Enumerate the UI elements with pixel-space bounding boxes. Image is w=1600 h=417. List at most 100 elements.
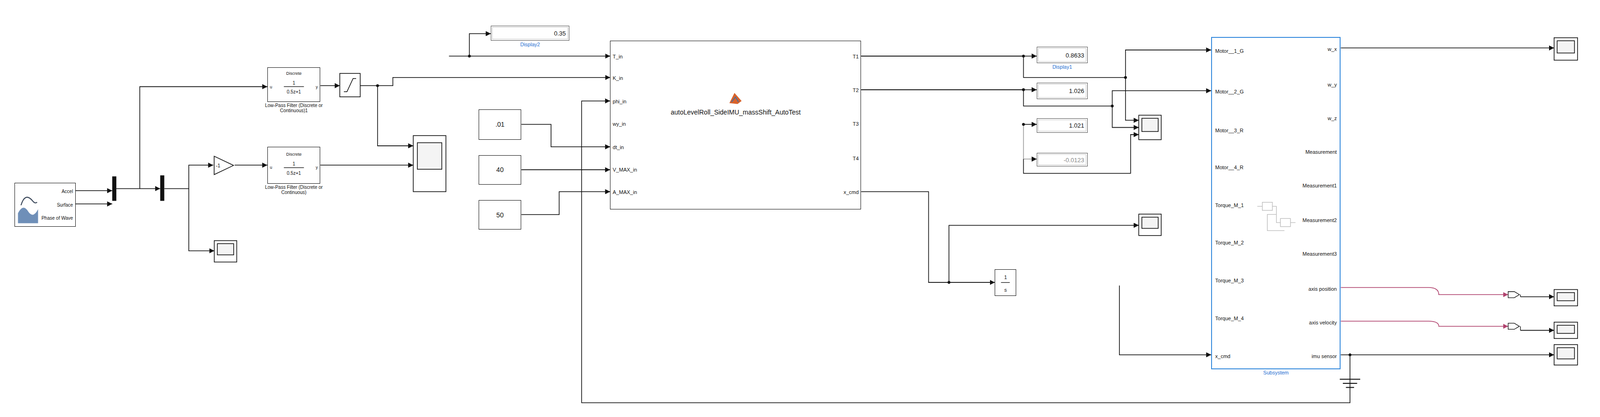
- block-label: Display2: [520, 41, 540, 48]
- port-label: T3: [852, 121, 859, 127]
- transfer-fn-text: 1: [292, 79, 296, 86]
- block-type-text: Discrete: [286, 71, 302, 77]
- gain-block: -1: [213, 155, 235, 176]
- signal-wire: [469, 33, 491, 57]
- signal-wire: [1112, 106, 1140, 128]
- signal-wire: [188, 188, 215, 251]
- signal-wire: [1341, 47, 1555, 49]
- display-block: 0.8633Display1: [1036, 46, 1088, 64]
- port-label: Measurement2: [1302, 217, 1337, 223]
- port-label: w_y: [1327, 81, 1337, 88]
- signal-wire: [1023, 124, 1037, 159]
- signal-wire: [449, 55, 611, 57]
- signal-wire: [1520, 296, 1555, 298]
- port-label: Torque_M_1: [1215, 202, 1244, 209]
- port-label: Motor__1_G: [1215, 48, 1244, 54]
- port-label: T_in: [612, 53, 623, 60]
- port-label: V_MAX_in: [612, 166, 638, 173]
- signal-wire: [139, 86, 268, 189]
- block-type-text: Discrete: [286, 152, 302, 158]
- transfer-fn-text: 1: [292, 161, 296, 167]
- block-label: Low-Pass Filter (Discrete or Continuous)…: [258, 102, 330, 114]
- transfer-fn-text: 0.5z+1: [286, 170, 302, 176]
- saturation-block: [339, 73, 361, 97]
- signal-connector: [521, 169, 610, 171]
- signal-wire: [948, 225, 1139, 283]
- subsystem-block: Motor__1_GMotor__2_GMotor__3_RMotor__4_R…: [1211, 36, 1341, 370]
- display-value: -0.0123: [1063, 156, 1084, 164]
- low-pass-filter-block: Discreteu10.5z+1yLow-Pass Filter (Discre…: [267, 146, 321, 184]
- port-label: w_z: [1327, 115, 1337, 122]
- gain-value: -1: [215, 162, 221, 169]
- function-name: autoLevelRoll_SideIMU_massShift_AutoTest: [670, 108, 801, 116]
- matlab-function-block: autoLevelRoll_SideIMU_massShift_AutoTest…: [609, 40, 861, 209]
- transfer-fn-text: 1: [1004, 274, 1007, 280]
- signal-connector: [860, 89, 1212, 107]
- port-label: axis velocity: [1309, 319, 1337, 326]
- goto-tags: [1508, 291, 1521, 331]
- port-label: Measurement: [1305, 149, 1337, 155]
- port-label: x_cmd: [1215, 353, 1231, 359]
- signal-wire: [1349, 354, 1555, 356]
- signal-connector: [521, 124, 610, 147]
- signal-wire: [1520, 330, 1555, 331]
- display-block: 1.026: [1036, 82, 1088, 100]
- signal-connector: [860, 50, 1212, 78]
- mux-bars: [112, 175, 165, 201]
- port-label: y: [315, 85, 319, 90]
- port-label: Torque_M_2: [1215, 239, 1244, 246]
- port-label: A_MAX_in: [612, 189, 638, 195]
- signal-wire: [377, 85, 414, 146]
- display-block: 1.021: [1036, 118, 1088, 133]
- signal-wire: [1119, 285, 1212, 355]
- port-label: imu sensor: [1311, 353, 1337, 359]
- signal-wire: [164, 165, 214, 189]
- block-label: Subsystem: [1263, 369, 1289, 376]
- scope-blocks: [214, 37, 1578, 366]
- port-label: T2: [852, 87, 859, 94]
- port-label: Surface: [57, 201, 73, 208]
- port-label: Torque_M_4: [1215, 315, 1244, 322]
- signal-connector: [860, 191, 995, 283]
- bus-wire: [1341, 287, 1509, 295]
- signal-connector: [521, 191, 610, 215]
- port-label: x_cmd: [843, 189, 859, 195]
- transfer-fn-text: s: [1004, 286, 1008, 293]
- signal-wire: [320, 85, 340, 87]
- display-block: 0.35Display2: [490, 25, 570, 42]
- display-value: 0.35: [553, 30, 566, 37]
- display-value: 0.8633: [1065, 52, 1085, 59]
- port-label: Motor__3_R: [1215, 127, 1244, 134]
- port-label: Phase of Wave: [41, 215, 73, 221]
- signal-wire: [1023, 123, 1037, 125]
- port-label: Measurement1: [1302, 182, 1337, 189]
- constant-block: 50: [478, 200, 522, 230]
- port-label: Motor__2_G: [1215, 88, 1244, 95]
- port-label: u: [269, 85, 273, 90]
- display-value: 1.021: [1069, 122, 1085, 130]
- constant-block: .01: [478, 109, 522, 140]
- block-label: Low-Pass Filter (Discrete or Continuous): [258, 184, 330, 195]
- signal-wire: [320, 165, 414, 166]
- low-pass-filter-block: Discreteu10.5z+1yLow-Pass Filter (Discre…: [267, 67, 321, 102]
- display-block: -0.0123: [1036, 152, 1088, 166]
- bus-wire: [1341, 321, 1509, 327]
- port-label: w_x: [1327, 46, 1337, 52]
- port-label: u: [269, 165, 273, 171]
- port-label: wy_in: [612, 121, 626, 127]
- port-label: K_in: [612, 75, 624, 81]
- signal-wire: [360, 77, 611, 86]
- signal-wire: [75, 203, 113, 205]
- port-label: y: [315, 165, 319, 171]
- port-label: T1: [852, 53, 859, 60]
- display-value: 1.026: [1069, 87, 1085, 95]
- signal-wire: [1023, 134, 1140, 174]
- constant-block: 40: [478, 155, 522, 185]
- signal-connector: [234, 165, 268, 166]
- signal-source-block: AccelSurfacePhase of Wave: [14, 182, 76, 227]
- port-label: Accel: [61, 188, 73, 194]
- constant-value: 40: [496, 166, 504, 174]
- signal-wire: [116, 188, 161, 190]
- integrator-block: 1s: [994, 269, 1017, 296]
- block-label: Display1: [1052, 64, 1072, 70]
